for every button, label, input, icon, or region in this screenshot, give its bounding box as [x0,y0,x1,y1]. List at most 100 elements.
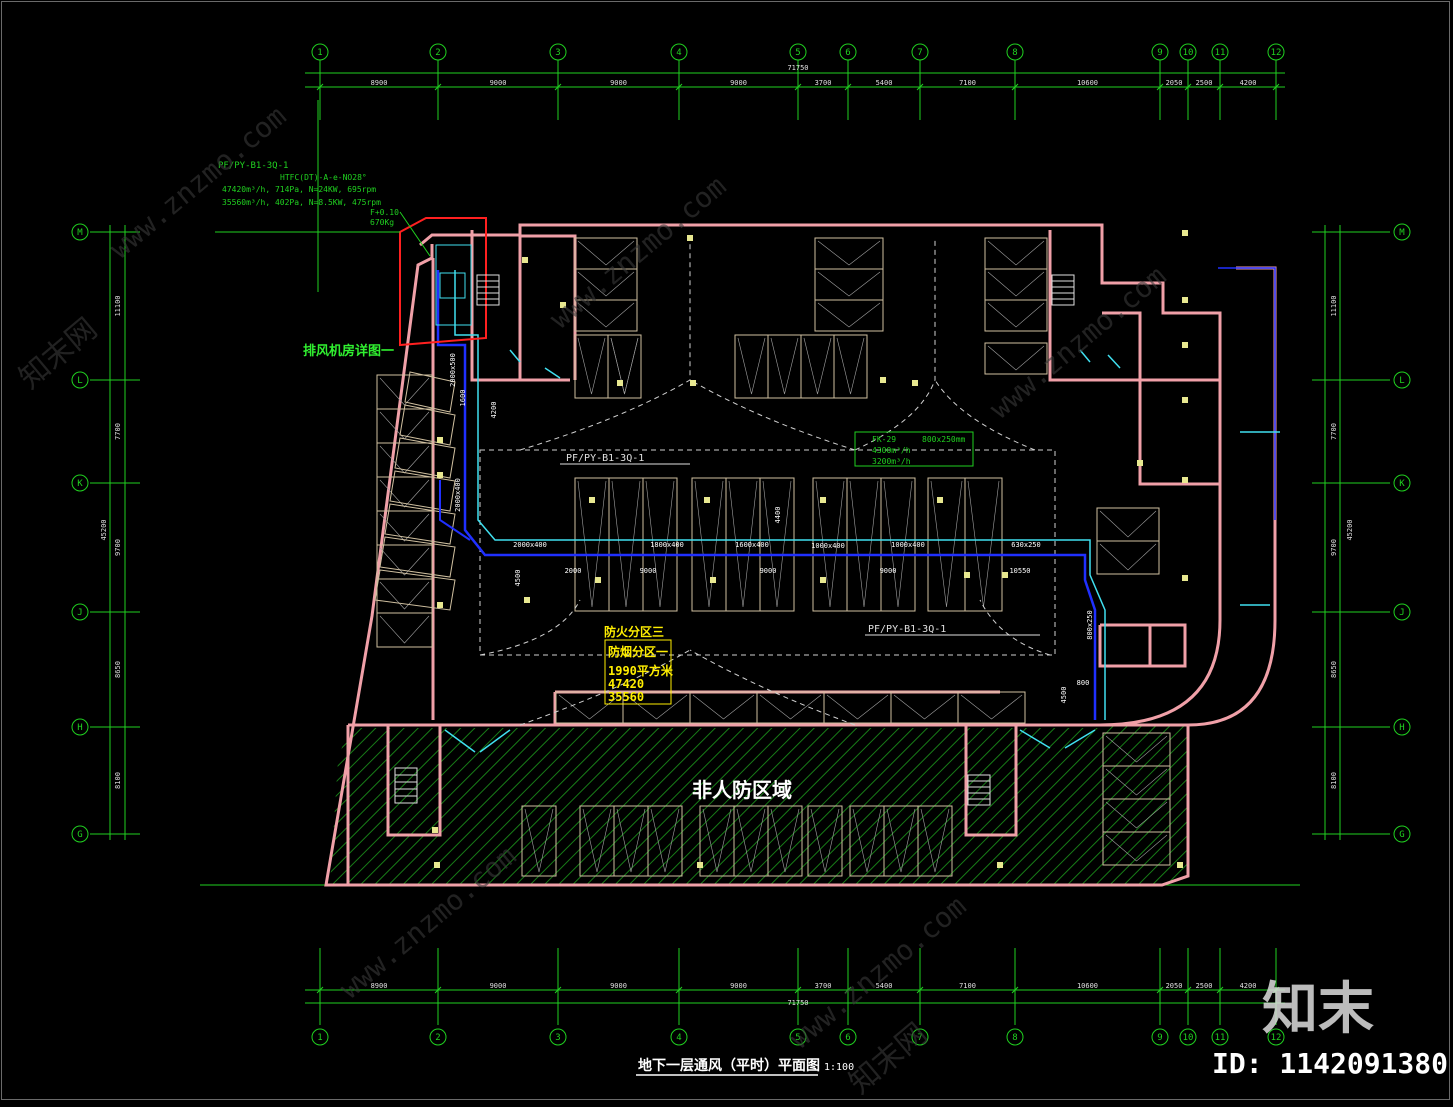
fixture-marker [1182,575,1188,581]
dimension-value-label: 800 [1077,679,1090,687]
column-bubble [789,43,807,61]
fixture-marker [617,380,623,386]
parking-bay [376,408,433,444]
parking-bay [689,691,758,724]
parking-bay [376,544,433,580]
row-bubble-label: J [1399,608,1404,618]
column-spacing-label: 2050 [1166,79,1183,87]
row-bubble-label: H [1399,723,1404,733]
parking-bay-mark [692,694,755,720]
column-spacing-label: 2500 [1196,982,1213,990]
parking-bay-mark [987,302,1045,328]
stair-symbols [394,274,1075,806]
fixture-marker [432,827,438,833]
column-bubble-label: 12 [1271,1033,1282,1043]
dimension-tick [434,83,442,91]
parking-bay-mark [1105,735,1168,763]
row-bubble [1393,603,1411,621]
parking-bay-mark [852,808,882,873]
column-bubble-label: 4 [676,1033,681,1043]
parking-bay [957,691,1026,724]
image-id-text: ID: 1142091380 [1212,1047,1448,1080]
column-bubble [1006,1028,1024,1046]
dimension-tick [844,986,852,994]
column-bubble-label: 8 [1012,1033,1017,1043]
parking-bay-mark [987,240,1045,266]
fixture-marker [820,577,826,583]
watermark-site-1: www.znzmo.com [103,99,292,265]
row-spacing-label: 9700 [114,539,122,556]
column-bubble-label: 10 [1183,48,1194,58]
column-bubble-label: 2 [435,1033,440,1043]
parking-bay-mark [736,808,766,873]
column-spacing-label: 4200 [1240,79,1257,87]
row-spacing-label: 11100 [1330,295,1338,316]
row-spacing-label: 8100 [114,772,122,789]
column-bubble-label: 8 [1012,48,1017,58]
parking-bay-mark [379,513,430,542]
fixture-marker [880,377,886,383]
dimension-tick [554,986,562,994]
dimension-value-label: 4400 [774,507,782,524]
parking-bay-mark [817,240,881,266]
dimension-tick [1216,986,1224,994]
column-spacing-label: 7100 [959,982,976,990]
fixture-marker [560,302,566,308]
parking-bay [376,578,433,614]
parking-bay-mark [610,337,639,395]
ductwork [435,244,1106,720]
dimension-tick [1011,83,1019,91]
dimension-tick [916,986,924,994]
column-bubble [311,43,329,61]
fixture-marker [687,235,693,241]
parking-bay-mark [577,480,607,608]
row-bubble [71,825,89,843]
parking-bay-mark [577,337,606,395]
parking-bay [376,612,433,648]
row-bubble [1393,825,1411,843]
dimension-tick [1156,83,1164,91]
row-bubble-label: M [77,228,83,238]
parking-bay [574,334,609,399]
zone-flow-1: 47420 [608,677,644,691]
column-bubble-label: 7 [917,48,922,58]
parking-bay-mark [702,808,732,873]
parking-bay-mark [524,808,554,873]
column-bubble [911,43,929,61]
column-bubble [1211,43,1229,61]
duct-system-label-top: PF/PY-B1-3Q-1 [566,453,644,464]
dimension-tick [1216,83,1224,91]
dimension-tick [434,986,442,994]
fixture-marker [1182,397,1188,403]
parking-bay-mark [611,480,641,608]
fixture-marker [1182,230,1188,236]
parking-bay-mark [967,480,1000,608]
fan-spec-line5: F+0.10 [370,208,399,217]
fixture-marker [524,597,530,603]
column-bubble-label: 1 [317,48,322,58]
column-bubble [839,43,857,61]
parking-bay [767,805,803,877]
parking-bay-mark [1099,510,1157,538]
column-bubble-label: 9 [1157,48,1162,58]
column-bubble [429,1028,447,1046]
parking-bay [984,342,1048,375]
non-civil-defense-hatch [330,725,1188,885]
fixture-marker [937,497,943,503]
column-bubble-label: 6 [845,1033,850,1043]
fixture-marker [434,862,440,868]
zone-area-label: 1990平方米 [608,663,674,678]
fixture-marker [997,862,1003,868]
column-bubble [549,1028,567,1046]
column-spacing-label: 9000 [490,982,507,990]
row-spacing-label: 7700 [114,423,122,440]
dimension-value-label: 4500 [1060,687,1068,704]
row-bubble-label: L [1399,376,1404,386]
parking-bay-mark [694,480,724,608]
dimension-tick [1011,986,1019,994]
column-spacing-label: 4200 [1240,982,1257,990]
parking-bay [1096,540,1160,575]
watermark-logo: 知末 [1262,977,1374,1042]
dimension-value-label: 9000 [640,567,657,575]
